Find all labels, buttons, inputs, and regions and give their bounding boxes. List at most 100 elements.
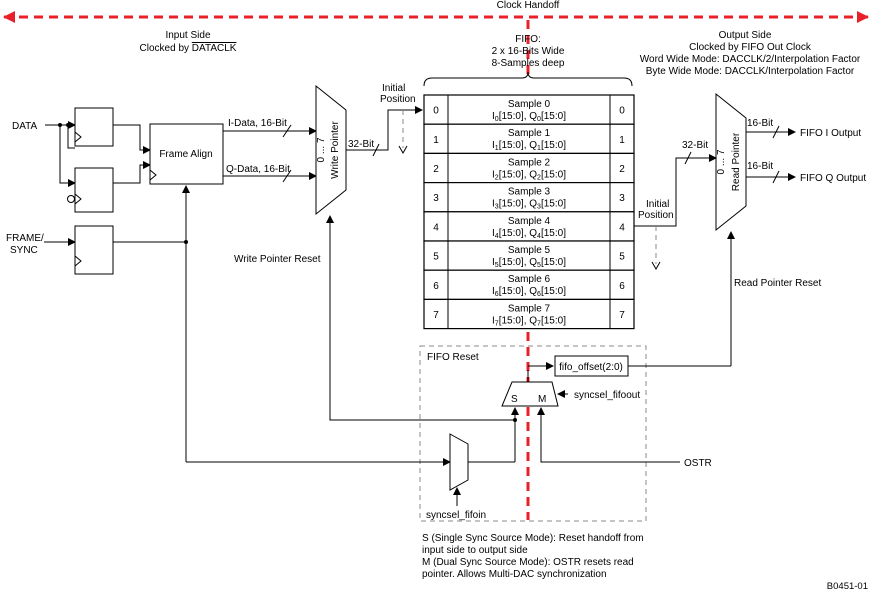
read-pointer-label: Read Pointer: [731, 132, 742, 191]
write-initial-position-2: Position: [380, 94, 416, 105]
data-flip-flop-falling: [67, 167, 114, 213]
fifo-row-outline: [423, 298, 635, 330]
write-bus-width: 32-Bit: [348, 139, 374, 150]
input-clock-label: Clocked by DATACLK: [140, 43, 237, 54]
fifo-sample-iq: I0[15:0], Q0[15:0]: [492, 111, 566, 123]
fifo-sample-name: Sample 0: [508, 99, 551, 110]
frame-sync-wiring: [44, 185, 190, 462]
fifo-sample-name: Sample 1: [508, 128, 551, 139]
fifo-row-index-left: 3: [433, 193, 439, 204]
read-bus-wiring: [634, 125, 796, 366]
fifo-row-outline: [423, 240, 635, 271]
note-line-2: input side to output side: [422, 545, 528, 556]
read-out-i-bits: 16-Bit: [747, 118, 773, 129]
fifo-sample-name: Sample 4: [508, 216, 551, 227]
frame-align-block: [149, 123, 224, 185]
fifo-row-index-left: 1: [433, 135, 439, 146]
fifo-row-index-right: 2: [619, 164, 625, 175]
write-pointer-reset-label: Write Pointer Reset: [234, 254, 321, 265]
data-input-label: DATA: [12, 121, 38, 132]
fifo-depth: 8-Samples deep: [492, 58, 565, 69]
clock-handoff-arrow: [3, 11, 869, 520]
fifo-sample-iq: I4[15:0], Q4[15:0]: [492, 228, 566, 240]
fifo-offset-label: fifo_offset(2:0): [559, 362, 623, 373]
input-side-title: Input Side: [165, 30, 210, 41]
write-pointer-range: 0 ... 7: [316, 137, 327, 162]
fifo-row-outline: [423, 152, 635, 184]
fifo-width: 2 x 16-Bits Wide: [492, 46, 565, 57]
word-mode-label: Word Wide Mode: DACCLK/2/Interpolation F…: [640, 54, 861, 65]
ostr-label: OSTR: [684, 458, 712, 469]
fifo-row-outline: [423, 123, 635, 154]
fifo-row-index-left: 2: [433, 164, 439, 175]
read-pointer-range: 0 ... 7: [716, 149, 727, 174]
fifo-row-index-right: 3: [619, 193, 625, 204]
fifo-sample-iq: I3[15:0], Q3[15:0]: [492, 199, 566, 211]
input-clock-name: DATACLK: [192, 43, 237, 54]
iq-data-buses: [223, 124, 317, 183]
fifo-row-index-left: 4: [433, 222, 439, 233]
fifo-sample-name: Sample 2: [508, 157, 551, 168]
q-data-label: Q-Data, 16-Bit: [226, 164, 290, 175]
fifo-row-outline: [423, 269, 635, 301]
fifo-sample-name: Sample 7: [508, 303, 551, 314]
frame-sync-label-2: SYNC: [10, 245, 38, 256]
output-clock-label: Clocked by FIFO Out Clock: [689, 42, 812, 53]
mux-s-label: S: [511, 394, 518, 405]
frame-align-label: Frame Align: [159, 149, 212, 160]
figure-id: B0451-01: [827, 581, 868, 592]
fifo-sample-iq: I6[15:0], Q6[15:0]: [492, 286, 566, 298]
fifo-row: 6 6 Sample 6I6[15:0], Q6[15:0]: [423, 269, 635, 301]
note-line-1: S (Single Sync Source Mode): Reset hando…: [422, 533, 644, 544]
read-bus-width: 32-Bit: [682, 140, 708, 151]
frame-sync-flip-flop: [74, 225, 114, 275]
fifo-row-index-right: 5: [619, 252, 625, 263]
fifo-sample-name: Sample 5: [508, 245, 551, 256]
fifo-sample-name: Sample 3: [508, 187, 551, 198]
fifo-row: 7 7 Sample 7I7[15:0], Q7[15:0]: [423, 298, 635, 330]
fifo-row-index-right: 7: [619, 310, 625, 321]
fifo-reset-title: FIFO Reset: [427, 352, 479, 363]
write-pointer-mux: [315, 84, 347, 216]
fifo-offset-block: [528, 355, 731, 377]
read-initial-position-2: Position: [638, 210, 674, 221]
fifo-i-output-label: FIFO I Output: [800, 128, 861, 139]
fifo-row-index-left: 7: [433, 310, 439, 321]
fifo-row-outline: [423, 182, 635, 213]
fifo-row-index-left: 6: [433, 281, 439, 292]
write-bus-wiring: [346, 106, 423, 157]
read-initial-position-1: Initial: [646, 199, 669, 210]
syncsel-fifoin-label: syncsel_fifoin: [426, 510, 486, 521]
frame-sync-label-1: FRAME/: [6, 233, 44, 244]
i-data-label: I-Data, 16-Bit: [228, 118, 287, 129]
fifo-row: 0 0 Sample 0I0[15:0], Q0[15:0]: [423, 94, 635, 125]
syncsel-fifoout-label: syncsel_fifoout: [574, 390, 640, 401]
write-initial-position-1: Initial: [382, 83, 405, 94]
fifo-reset-box: [419, 345, 647, 522]
fifo-row: 5 5 Sample 5I5[15:0], Q5[15:0]: [423, 240, 635, 271]
sync-input-mux: [449, 433, 469, 491]
mux-m-label: M: [538, 394, 546, 405]
note-line-4: pointer. Allows Multi-DAC synchronizatio…: [422, 569, 607, 580]
reset-wiring: [186, 215, 680, 506]
fifo-q-output-label: FIFO Q Output: [800, 173, 866, 184]
fifo-row-index-left: 5: [433, 252, 439, 263]
sync-select-mux: [501, 381, 559, 407]
fifo-sample-iq: I5[15:0], Q5[15:0]: [492, 257, 566, 269]
write-pointer-label: Write Pointer: [330, 121, 341, 179]
fifo-brace: [423, 71, 633, 87]
read-pointer-reset-label: Read Pointer Reset: [734, 278, 821, 289]
fifo-row-index-left: 0: [433, 106, 439, 117]
note-line-3: M (Dual Sync Source Mode): OSTR resets r…: [422, 557, 634, 568]
fifo-row-index-right: 6: [619, 281, 625, 292]
fifo-sample-iq: I7[15:0], Q7[15:0]: [492, 315, 566, 327]
fifo-row-index-right: 0: [619, 106, 625, 117]
data-flip-flop-rising: [74, 107, 114, 147]
output-side-title: Output Side: [719, 30, 772, 41]
fifo-sample-iq: I2[15:0], Q2[15:0]: [492, 169, 566, 181]
fifo-sample-name: Sample 6: [508, 274, 551, 285]
